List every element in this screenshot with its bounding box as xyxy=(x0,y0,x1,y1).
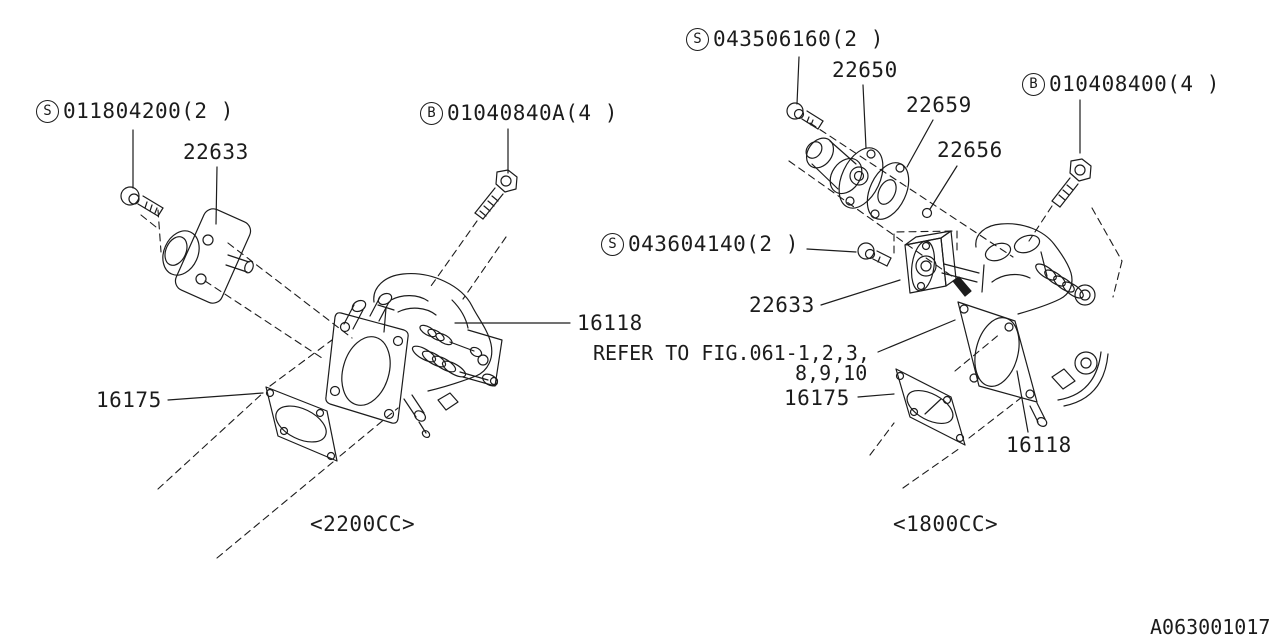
left-assembly-axis-lines xyxy=(140,209,507,559)
right-screw-iac-drawing xyxy=(857,242,892,267)
drawing-number: A063001017 xyxy=(1150,615,1271,639)
left-gasket-drawing xyxy=(265,386,338,462)
part-number: 043506160(2 ) xyxy=(713,27,884,51)
circled-b-icon: B xyxy=(420,102,443,126)
right-throttle-body-drawing xyxy=(957,223,1109,427)
part-label-left-iac-valve: 22633 xyxy=(183,140,249,164)
part-number: 01040840A(4 ) xyxy=(447,101,618,125)
part-number: 22633 xyxy=(749,293,815,317)
part-number: 16118 xyxy=(1006,433,1072,457)
left-iac-valve-drawing xyxy=(162,208,254,304)
part-label-right-air-valve: 22650 xyxy=(832,58,898,82)
circled-s-icon: S xyxy=(36,100,59,124)
part-label-right-iac-valve: 22633 xyxy=(749,293,815,317)
part-number: 22656 xyxy=(937,138,1003,162)
part-label-right-bolt: B 010408400(4 ) xyxy=(1022,72,1220,97)
circled-b-icon: B xyxy=(1022,73,1045,97)
left-screw-drawing xyxy=(120,186,164,217)
part-label-left-bolt: B 01040840A(4 ) xyxy=(420,101,618,126)
part-label-right-gasket: 16175 xyxy=(784,386,850,410)
refer-note-line2: 8,9,10 xyxy=(795,361,868,385)
part-label-right-o-ring: 22656 xyxy=(937,138,1003,162)
right-o-ring-drawing xyxy=(921,207,933,219)
part-number: 16118 xyxy=(577,311,643,335)
left-leader-lines xyxy=(132,128,571,401)
part-number: 22659 xyxy=(906,93,972,117)
right-diagram-caption: <1800CC> xyxy=(893,512,999,536)
part-label-left-throttle-body: 16118 xyxy=(577,311,643,335)
part-number: 010408400(4 ) xyxy=(1049,72,1220,96)
part-number: 16175 xyxy=(96,388,162,412)
right-air-valve-gasket-drawing xyxy=(866,162,910,220)
circled-s-icon: S xyxy=(686,28,709,52)
part-number: 22650 xyxy=(832,58,898,82)
part-number: 22633 xyxy=(183,140,249,164)
right-assembly-axis-lines xyxy=(788,122,1123,489)
part-number: 16175 xyxy=(784,386,850,410)
part-label-right-screw-air-valve: S 043506160(2 ) xyxy=(686,27,884,52)
part-label-right-throttle-body: 16118 xyxy=(1006,433,1072,457)
part-number: 011804200(2 ) xyxy=(63,99,234,123)
left-diagram-caption: <2200CC> xyxy=(310,512,416,536)
right-leader-lines xyxy=(796,56,1081,433)
right-air-valve-drawing xyxy=(805,137,884,209)
part-label-left-screw: S 011804200(2 ) xyxy=(36,99,234,124)
left-bolt-drawing xyxy=(474,169,518,220)
part-label-left-gasket: 16175 xyxy=(96,388,162,412)
part-label-right-screw-iac: S 043604140(2 ) xyxy=(601,232,799,257)
part-number: 043604140(2 ) xyxy=(628,232,799,256)
part-label-right-air-valve-gasket: 22659 xyxy=(906,93,972,117)
right-bolt-drawing xyxy=(1051,158,1092,208)
circled-s-icon: S xyxy=(601,233,624,257)
right-screw-air-valve-drawing xyxy=(786,102,824,130)
right-iac-valve-drawing xyxy=(893,230,980,297)
refer-note-line1: REFER TO FIG.061-1,2,3, xyxy=(593,341,870,365)
right-gasket-drawing xyxy=(895,368,966,446)
left-throttle-body-drawing xyxy=(325,273,503,439)
